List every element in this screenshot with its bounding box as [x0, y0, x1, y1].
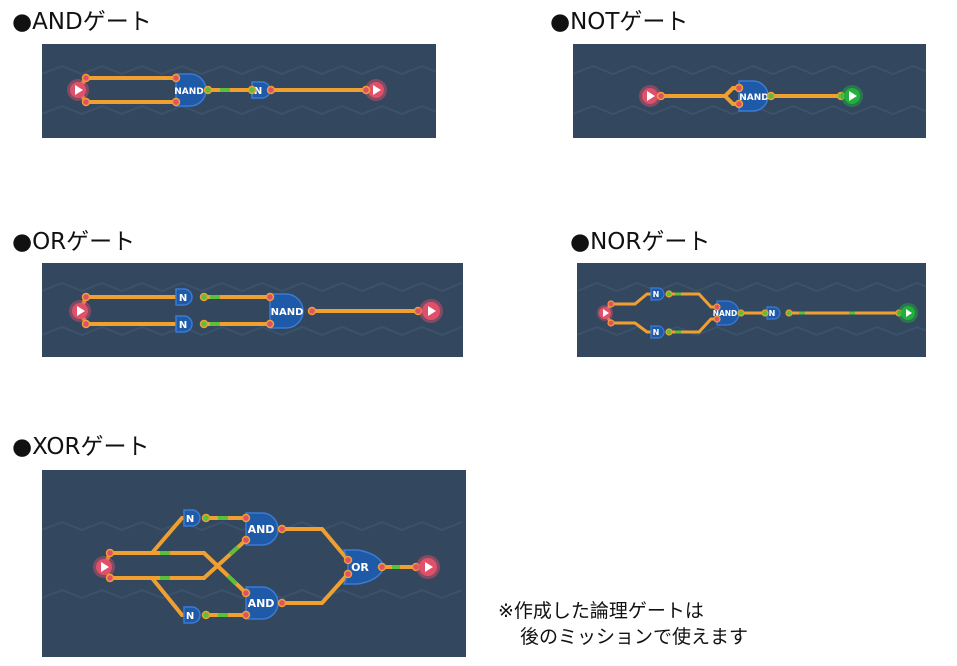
xor-and-label-top: AND — [248, 523, 275, 536]
nor-circuit: N N NAND N — [577, 281, 926, 339]
xor-not-gate-top[interactable]: N — [183, 509, 201, 527]
or-not-gate-bottom[interactable]: N — [175, 315, 193, 333]
nor-not-gate-out[interactable]: N — [766, 306, 781, 320]
not-gate-title: ●NOTゲート — [550, 9, 689, 35]
nor-not-gate-top[interactable]: N — [650, 287, 665, 301]
not-nand-label: NAND — [739, 93, 769, 103]
nor-gate-title: ●NORゲート — [570, 229, 711, 255]
nor-circuit-panel: N N NAND N — [577, 263, 926, 357]
xor-and-gate-top[interactable]: AND — [245, 512, 279, 546]
and-circuit-panel: NAND N — [42, 44, 436, 138]
and-nand-label: NAND — [174, 87, 204, 97]
xor-or-label: OR — [351, 561, 369, 574]
or-circuit-panel: N N NAND — [42, 263, 463, 357]
xor-not-gate-bottom[interactable]: N — [183, 606, 201, 624]
or-nand-gate[interactable]: NAND — [269, 293, 304, 329]
usage-note-line2: 後のミッションで使えます — [520, 626, 749, 648]
xor-or-gate[interactable]: OR — [342, 549, 385, 585]
nor-not-gate-bottom[interactable]: N — [650, 325, 665, 339]
xor-gate-title: ●XORゲート — [12, 434, 150, 460]
xor-and-label-bottom: AND — [248, 597, 275, 610]
usage-note-line1: ※作成した論理ゲートは — [498, 600, 704, 622]
xor-and-gate-bottom[interactable]: AND — [245, 586, 279, 620]
or-not-gate-top[interactable]: N — [175, 288, 193, 306]
or-not-label-bottom: N — [179, 320, 187, 331]
and-circuit: NAND N — [42, 64, 436, 116]
nor-nand-label: NAND — [713, 309, 738, 318]
or-gate-title: ●ORゲート — [12, 229, 136, 255]
and-gate-title: ●ANDゲート — [12, 9, 152, 35]
not-circuit: NAND — [573, 64, 926, 116]
nor-not-label-top: N — [653, 290, 660, 299]
nor-not-label-bottom: N — [653, 328, 660, 337]
not-circuit-panel: NAND — [573, 44, 926, 138]
or-circuit: N N NAND — [42, 281, 463, 337]
and-not-label: N — [254, 86, 262, 97]
nor-not-label-out: N — [769, 309, 776, 318]
xor-circuit: N N AND AND OR — [42, 509, 463, 624]
xor-not-label-bottom: N — [186, 611, 194, 622]
or-nand-label: NAND — [271, 307, 304, 318]
usage-note: ※作成した論理ゲートは 後のミッションで使えます — [498, 598, 748, 650]
xor-circuit-panel: N N AND AND OR — [42, 470, 466, 657]
xor-not-label-top: N — [186, 514, 194, 525]
or-wires — [78, 295, 420, 326]
not-nand-gate[interactable]: NAND — [738, 80, 769, 112]
or-not-label-top: N — [179, 293, 187, 304]
